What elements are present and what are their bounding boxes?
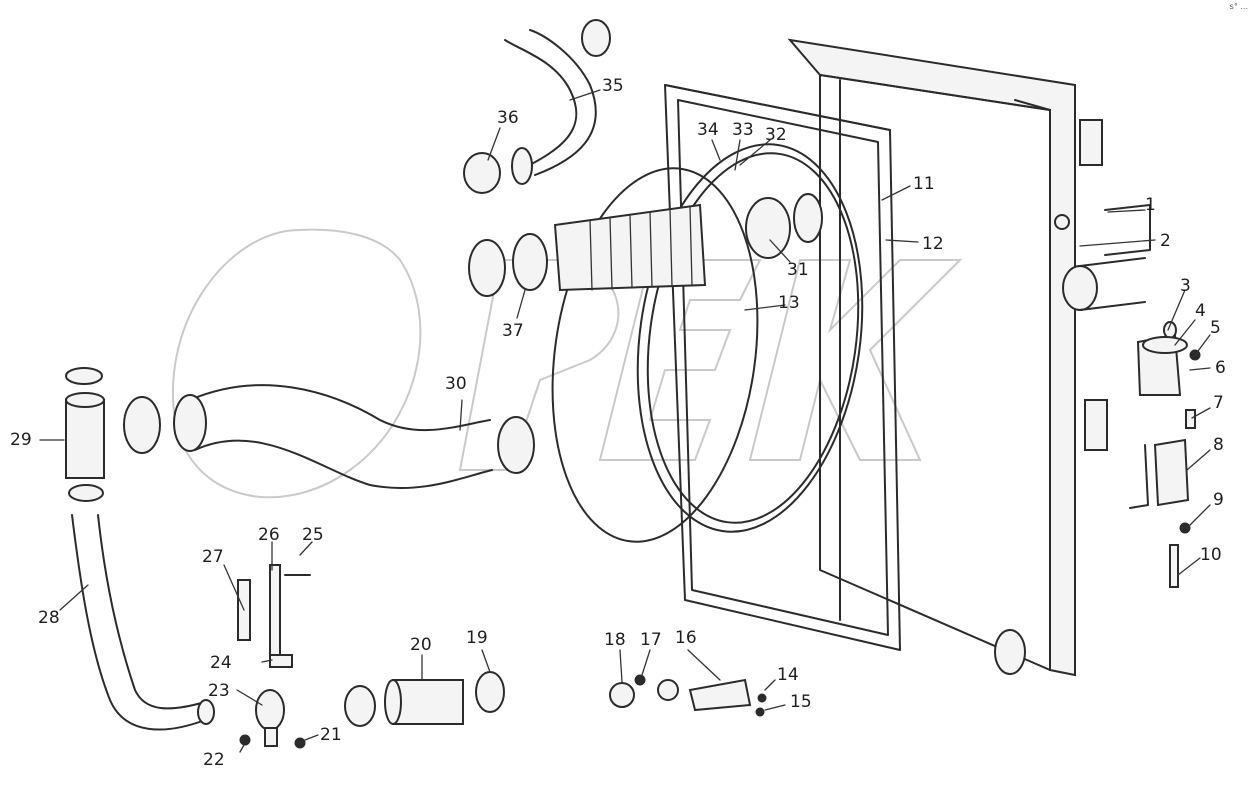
lower-parts xyxy=(237,564,505,749)
bracket-parts xyxy=(1129,321,1201,588)
clamp-upper-right xyxy=(581,19,611,57)
callout-27: 27 xyxy=(202,547,224,567)
callout-11: 11 xyxy=(913,174,935,194)
hose-30 xyxy=(189,384,493,489)
callout-35: 35 xyxy=(602,76,624,96)
outlet-pipe xyxy=(1062,204,1151,311)
clamp-hose-30-right xyxy=(497,416,535,474)
callout-30: 30 xyxy=(445,374,467,394)
pipe-29 xyxy=(65,367,105,502)
leader-lines xyxy=(39,89,1211,753)
callout-37: 37 xyxy=(502,321,524,341)
callout-10: 10 xyxy=(1200,545,1222,565)
upper-hose-35 xyxy=(504,29,597,176)
callout-15: 15 xyxy=(790,692,812,712)
fan-bellows xyxy=(553,193,823,292)
callout-26: 26 xyxy=(258,525,280,545)
callout-1: 1 xyxy=(1145,195,1156,215)
callout-8: 8 xyxy=(1213,435,1224,455)
seal-ring-outer xyxy=(636,143,864,533)
callout-18: 18 xyxy=(604,630,626,650)
callout-36: 36 xyxy=(497,108,519,128)
callout-32: 32 xyxy=(765,125,787,145)
lower-hardware xyxy=(609,629,1026,717)
callout-22: 22 xyxy=(203,750,225,770)
callout-9: 9 xyxy=(1213,490,1224,510)
callout-25: 25 xyxy=(302,525,324,545)
callout-2: 2 xyxy=(1160,231,1171,251)
callout-28: 28 xyxy=(38,608,60,628)
bent-hose-28 xyxy=(71,514,206,731)
callout-17: 17 xyxy=(640,630,662,650)
callout-19: 19 xyxy=(466,628,488,648)
callout-20: 20 xyxy=(410,635,432,655)
callout-12: 12 xyxy=(922,234,944,254)
corner-mark: s° ... xyxy=(1229,2,1248,11)
radiator-front-frame xyxy=(664,84,901,651)
callout-29: 29 xyxy=(10,430,32,450)
callout-24: 24 xyxy=(210,653,232,673)
callout-3: 3 xyxy=(1180,276,1191,296)
callout-31: 31 xyxy=(787,260,809,280)
callout-23: 23 xyxy=(208,681,230,701)
callout-4: 4 xyxy=(1195,301,1206,321)
clamp-37-right xyxy=(512,233,548,291)
seal-ring-13 xyxy=(551,167,759,543)
callout-13: 13 xyxy=(778,293,800,313)
callout-5: 5 xyxy=(1210,318,1221,338)
radiator-rear-frame xyxy=(787,38,1108,677)
callout-7: 7 xyxy=(1213,393,1224,413)
clamp-hose-30-left xyxy=(123,396,161,454)
clamp-36 xyxy=(463,152,501,194)
callout-34: 34 xyxy=(697,120,719,140)
callout-21: 21 xyxy=(320,725,342,745)
clamp-37-left xyxy=(468,239,506,297)
callout-33: 33 xyxy=(732,120,754,140)
callout-14: 14 xyxy=(777,665,799,685)
callout-16: 16 xyxy=(675,628,697,648)
callout-6: 6 xyxy=(1215,358,1226,378)
